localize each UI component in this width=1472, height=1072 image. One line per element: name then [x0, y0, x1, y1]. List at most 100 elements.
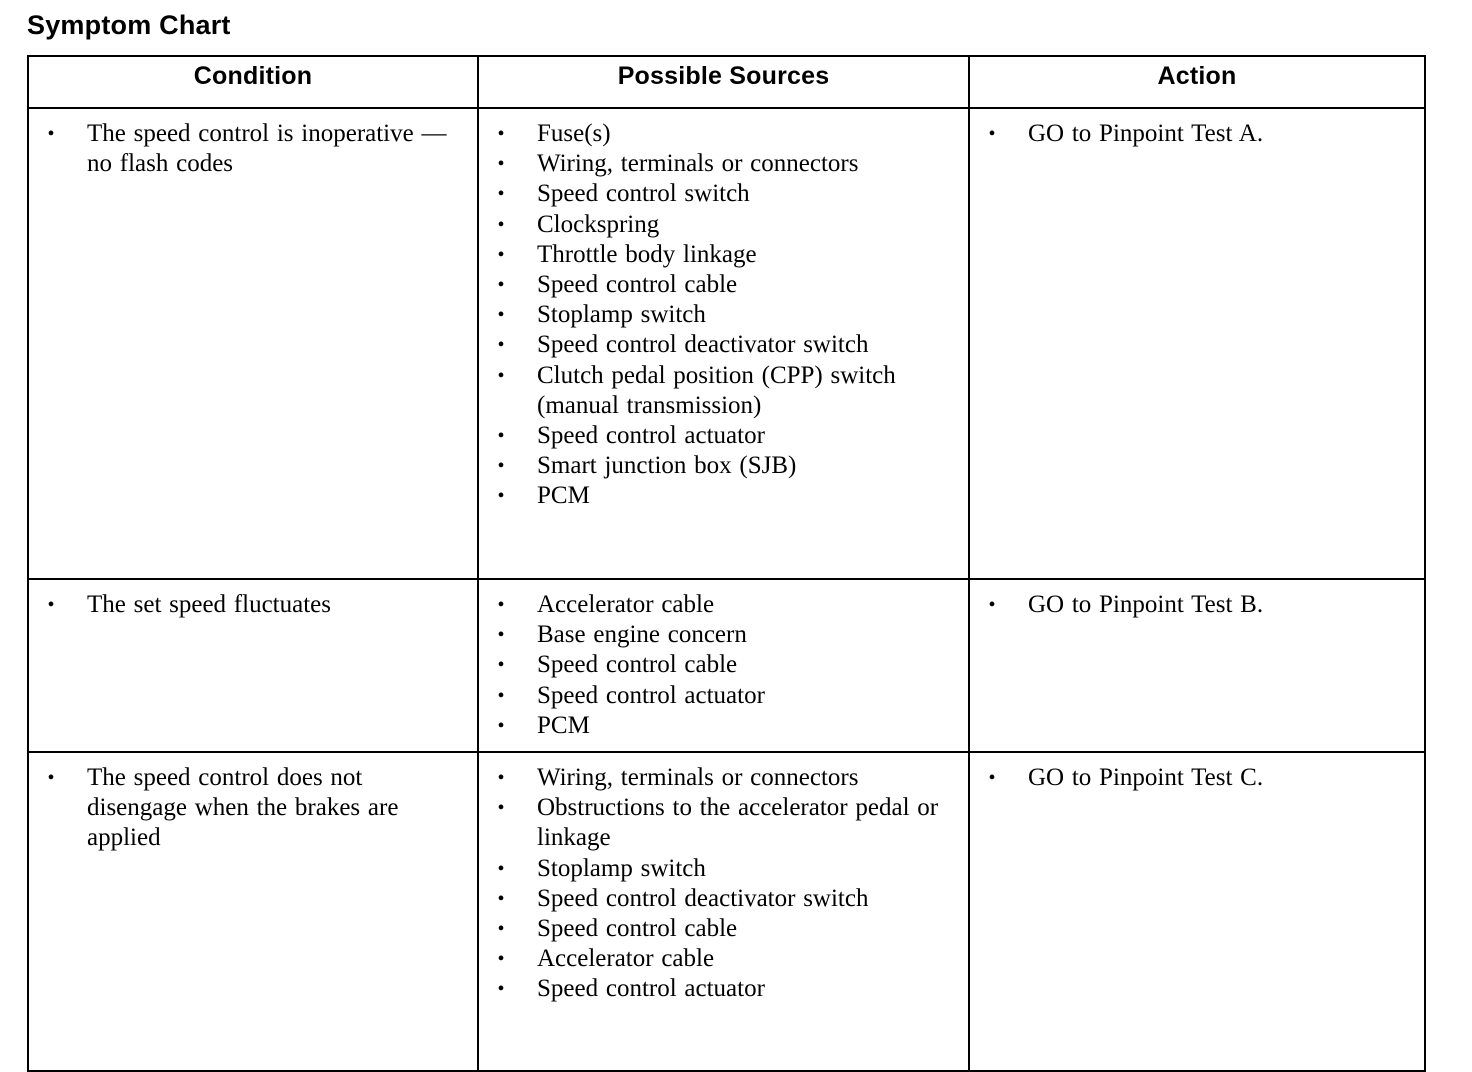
list-item-label: GO to Pinpoint Test B. — [1028, 591, 1264, 618]
list-item: •Stoplamp switch — [479, 300, 960, 330]
list-item: • Wiring, terminals or connectors — [479, 149, 960, 179]
list-item: • Accelerator cable — [479, 590, 960, 620]
bullet-icon: • — [497, 213, 505, 236]
list-item-label: Speed control actuator — [537, 681, 765, 709]
bullet-icon: • — [497, 304, 505, 327]
list-item: • The speed control does not disengage w… — [29, 763, 469, 854]
bullet-icon: • — [497, 123, 505, 145]
sources-list: •Accelerator cable •Base engine concern … — [479, 580, 968, 751]
action-list: • GO to Pinpoint Test A. — [970, 109, 1424, 159]
bullet-icon: • — [497, 797, 505, 820]
cell-possible-sources: • Fuse(s) • Wiring, terminals or connector… — [477, 107, 970, 580]
cell-condition: • The speed control is inoperative — no … — [27, 107, 479, 580]
list-item-label: Fuse(s) — [537, 120, 611, 147]
list-item-label: GO to Pinpoint Test C. — [1028, 764, 1264, 792]
list-item: •Base engine concern — [479, 620, 960, 650]
list-item-label: Accelerator cable — [537, 591, 715, 618]
bullet-icon: • — [497, 767, 505, 790]
list-item-label: Accelerator cable — [537, 945, 715, 973]
list-item: • Clockspring — [479, 210, 960, 240]
list-item: • Obstructions to the accelerator pedal o… — [479, 793, 960, 853]
list-item-label: The set speed fluctuates — [87, 591, 331, 618]
list-item: • Speed control actuator — [479, 681, 960, 711]
bullet-icon: • — [497, 485, 505, 508]
bullet-icon: • — [47, 123, 55, 145]
list-item-label: Throttle body linkage — [537, 240, 757, 268]
list-item-label: Wiring, terminals or connectors — [537, 150, 859, 178]
bullet-icon: • — [497, 334, 505, 357]
action-list: • GO to Pinpoint Test C. — [970, 753, 1424, 803]
sources-list: • Wiring, terminals or connectors • Obstru… — [479, 753, 968, 1015]
bullet-icon: • — [497, 857, 505, 880]
list-item: • Smart junction box (SJB) — [479, 451, 960, 481]
bullet-icon: • — [497, 153, 505, 176]
list-item: • Clutch pedal position (CPP) switch (man… — [479, 361, 960, 421]
list-item: • Speed control deactivator switch — [479, 330, 960, 360]
bullet-icon: • — [497, 183, 505, 206]
list-item-label: Speed control actuator — [537, 975, 765, 1003]
list-item-label: Obstructions to the accelerator pedal or… — [537, 794, 939, 852]
bullet-icon: • — [497, 425, 505, 448]
bullet-icon: • — [497, 887, 505, 910]
condition-list: • The set speed fluctuates — [29, 580, 477, 630]
cell-action: • GO to Pinpoint Test B. — [968, 577, 1426, 754]
list-item-label: Speed control switch — [537, 180, 750, 208]
list-item: • GO to Pinpoint Test B. — [970, 590, 1416, 620]
bullet-icon: • — [497, 918, 505, 941]
symptom-chart-table: Condition Possible Sources Action • The … — [27, 55, 1426, 1072]
cell-action: • GO to Pinpoint Test C. — [968, 751, 1426, 1072]
bullet-icon: • — [497, 714, 505, 737]
cell-possible-sources: •Accelerator cable •Base engine concern … — [477, 577, 970, 754]
list-item: • Speed control cable — [479, 914, 960, 944]
list-item-label: Speed control cable — [537, 915, 738, 943]
list-item-label: Clockspring — [537, 210, 660, 238]
condition-list: • The speed control does not disengage w… — [29, 753, 477, 864]
bullet-icon: • — [47, 767, 55, 790]
list-item: • Speed control cable — [479, 650, 960, 680]
cell-action: • GO to Pinpoint Test A. — [968, 107, 1426, 580]
table-row: • The speed control is inoperative — no … — [27, 107, 1426, 580]
bullet-icon: • — [497, 243, 505, 266]
list-item: • GO to Pinpoint Test C. — [970, 763, 1416, 793]
page-title: Symptom Chart — [27, 10, 231, 40]
list-item-label: PCM — [537, 482, 590, 510]
column-header-possible-sources: Possible Sources — [477, 55, 970, 109]
list-item-label: Speed control deactivator switch — [537, 331, 869, 359]
list-item: • Speed control deactivator switch — [479, 884, 960, 914]
bullet-icon: • — [497, 274, 505, 297]
list-item-label: Speed control cable — [537, 271, 738, 299]
bullet-icon: • — [497, 455, 505, 478]
list-item-label: Speed control cable — [537, 651, 738, 679]
list-item-label: The speed control does not disengage whe… — [87, 764, 399, 852]
list-item-label: Wiring, terminals or connectors — [537, 764, 859, 792]
list-item: • Stoplamp switch — [479, 854, 960, 884]
sources-list: • Fuse(s) • Wiring, terminals or connector… — [479, 109, 968, 522]
bullet-icon: • — [988, 123, 996, 145]
table-body: • The speed control is inoperative — no … — [27, 107, 1426, 1072]
action-list: • GO to Pinpoint Test B. — [970, 580, 1424, 630]
cell-possible-sources: • Wiring, terminals or connectors • Obstru… — [477, 751, 970, 1072]
table-row: • The set speed fluctuates • Accelerator … — [27, 577, 1426, 754]
list-item: •Speed control actuator — [479, 974, 960, 1004]
list-item-label: Stoplamp switch — [537, 854, 706, 882]
column-header-condition: Condition — [27, 55, 479, 109]
bullet-icon: • — [497, 654, 505, 677]
list-item-label: GO to Pinpoint Test A. — [1028, 120, 1264, 147]
list-item-label: The speed control is inoperative — no fl… — [87, 120, 447, 178]
list-item: • PCM — [479, 481, 960, 511]
bullet-icon: • — [497, 364, 505, 387]
list-item-label: Smart junction box (SJB) — [537, 452, 797, 480]
list-item-label: Speed control deactivator switch — [537, 884, 869, 912]
column-header-action: Action — [968, 55, 1426, 109]
bullet-icon: • — [497, 594, 505, 616]
table-header-row: Condition Possible Sources Action — [27, 55, 1426, 109]
list-item: • Fuse(s) — [479, 119, 960, 149]
list-item: • Wiring, terminals or connectors — [479, 763, 960, 793]
list-item-label: Speed control actuator — [537, 422, 765, 450]
table-row: • The speed control does not disengage w… — [27, 751, 1426, 1072]
list-item: •PCM — [479, 711, 960, 741]
bullet-icon: • — [497, 684, 505, 707]
list-item-label: Clutch pedal position (CPP) switch (manu… — [537, 361, 896, 419]
list-item: • Speed control actuator — [479, 421, 960, 451]
